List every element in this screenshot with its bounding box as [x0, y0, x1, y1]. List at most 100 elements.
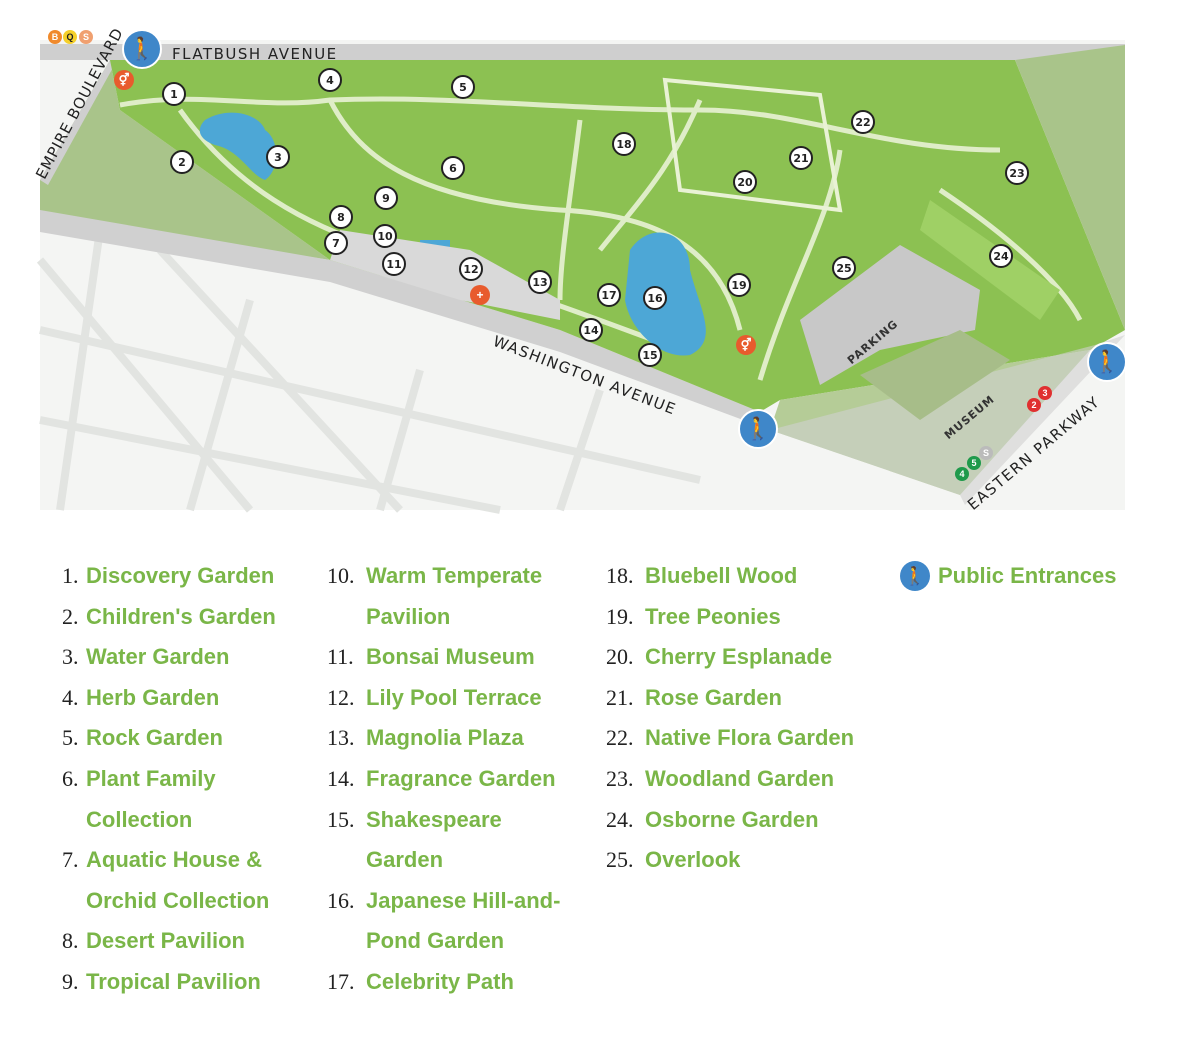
- map-marker-8[interactable]: 8: [329, 205, 353, 229]
- map-marker-2[interactable]: 2: [170, 150, 194, 174]
- map-marker-6[interactable]: 6: [441, 156, 465, 180]
- legend-item-number: 21.: [606, 684, 634, 710]
- legend-item-number: 25.: [606, 847, 634, 873]
- legend-item: 2.Children's Garden: [62, 597, 298, 638]
- map-marker-18[interactable]: 18: [612, 132, 636, 156]
- subway-s-icon: S: [79, 30, 93, 44]
- legend-item-name: Warm Temperate Pavilion: [366, 563, 543, 629]
- legend-item: 1. Discovery Garden: [62, 556, 298, 597]
- legend-item-name: Celebrity Path: [366, 968, 514, 994]
- legend-item-number: 20.: [606, 644, 634, 670]
- legend-item: 7.Aquatic House & Orchid Collection: [62, 840, 298, 921]
- legend-item-name: Plant Family Collection: [86, 765, 216, 832]
- map-marker-20[interactable]: 20: [733, 170, 757, 194]
- street-label-flatbush: FLATBUSH AVENUE: [172, 45, 338, 63]
- legend-item: 4. Herb Garden: [62, 678, 298, 719]
- legend-item: 21. Rose Garden: [606, 678, 857, 719]
- entrance-walker-icon[interactable]: 🚶: [122, 29, 162, 69]
- legend-item: 5. Rock Garden: [62, 718, 298, 759]
- legend-column-3: 18. Bluebell Wood 19. Tree Peonies 20. Cherry…: [606, 556, 857, 881]
- map-marker-15[interactable]: 15: [638, 343, 662, 367]
- legend-item-number: 18.: [606, 563, 634, 588]
- legend-item: 25.Overlook: [606, 840, 857, 881]
- legend-item-name: Tropical Pavilion: [86, 968, 261, 994]
- legend-item-number: 13.: [327, 725, 355, 751]
- legend-item-name: Japanese Hill-and-Pond Garden: [366, 887, 561, 954]
- entrance-walker-icon[interactable]: 🚶: [738, 409, 778, 449]
- legend-item-number: 14.: [327, 765, 355, 791]
- legend-column-2: 10. Warm Temperate Pavilion 11. Bonsai Muse…: [327, 556, 578, 1003]
- legend-item-name: Shakespeare Garden: [366, 806, 502, 873]
- legend-item-number: 1.: [62, 563, 79, 588]
- subway-3-icon: 3: [1038, 386, 1052, 400]
- map-marker-10[interactable]: 10: [373, 224, 397, 248]
- legend-item-number: 7.: [62, 847, 79, 873]
- legend-item-number: 11.: [327, 644, 354, 670]
- map-marker-12[interactable]: 12: [459, 257, 483, 281]
- legend-item: 15.Shakespeare Garden: [327, 800, 578, 881]
- legend-item-name: Desert Pavilion: [86, 928, 245, 954]
- legend-item-name: Herb Garden: [86, 684, 220, 710]
- subway-b-icon: B: [48, 30, 62, 44]
- legend-item: 9.Tropical Pavilion: [62, 962, 298, 1003]
- legend-item-name: Bonsai Museum: [366, 644, 535, 670]
- legend-item-number: 2.: [62, 603, 79, 629]
- legend-item: 22.Native Flora Garden: [606, 718, 857, 759]
- legend-item-number: 16.: [327, 887, 355, 913]
- legend-item-name: Water Garden: [86, 644, 230, 670]
- map-marker-25[interactable]: 25: [832, 256, 856, 280]
- map-marker-23[interactable]: 23: [1005, 161, 1029, 185]
- legend-item: 23.Woodland Garden: [606, 759, 857, 800]
- map-marker-17[interactable]: 17: [597, 283, 621, 307]
- subway-q-icon: Q: [63, 30, 77, 44]
- legend-item-number: 5.: [62, 725, 79, 751]
- map-marker-13[interactable]: 13: [528, 270, 552, 294]
- map-marker-4[interactable]: 4: [318, 68, 342, 92]
- legend-item-number: 3.: [62, 644, 79, 670]
- restroom-icon: ⚥: [114, 70, 134, 90]
- legend-item: 13.Magnolia Plaza: [327, 718, 578, 759]
- map-marker-7[interactable]: 7: [324, 231, 348, 255]
- legend-item-name: Tree Peonies: [645, 603, 781, 629]
- legend-item-name: Rock Garden: [86, 725, 223, 751]
- map-background: [36, 40, 1125, 514]
- legend-item-name: Osborne Garden: [645, 806, 819, 832]
- entrance-walker-icon: 🚶: [900, 561, 930, 592]
- legend-item: 10. Warm Temperate Pavilion: [327, 556, 578, 637]
- garden-map: FLATBUSH AVENUE EMPIRE BOULEVARD WASHING…: [32, 25, 1127, 514]
- legend-item-number: 4.: [62, 684, 79, 710]
- map-marker-3[interactable]: 3: [266, 145, 290, 169]
- map-marker-1[interactable]: 1: [162, 82, 186, 106]
- legend-item: 24.Osborne Garden: [606, 800, 857, 841]
- legend-item: 16. Japanese Hill-and-Pond Garden: [327, 881, 578, 962]
- subway-shuttle-icon: S: [979, 446, 993, 460]
- legend-item-name: Fragrance Garden: [366, 765, 556, 791]
- first-aid-icon: +: [470, 285, 490, 305]
- map-marker-22[interactable]: 22: [851, 110, 875, 134]
- legend-item: 18. Bluebell Wood: [606, 556, 857, 597]
- map-marker-19[interactable]: 19: [727, 273, 751, 297]
- legend-item-name: Cherry Esplanade: [645, 644, 833, 670]
- legend-item: 19. Tree Peonies: [606, 597, 857, 638]
- legend-item: 12.Lily Pool Terrace: [327, 678, 578, 719]
- map-marker-5[interactable]: 5: [451, 75, 475, 99]
- map-marker-9[interactable]: 9: [374, 186, 398, 210]
- map-marker-21[interactable]: 21: [789, 146, 813, 170]
- legend-item-name: Discovery Garden: [86, 563, 275, 588]
- legend-item-number: 8.: [62, 928, 79, 954]
- map-marker-14[interactable]: 14: [579, 318, 603, 342]
- entrance-walker-icon[interactable]: 🚶: [1087, 342, 1127, 382]
- map-marker-16[interactable]: 16: [643, 286, 667, 310]
- legend-item-name: Bluebell Wood: [645, 563, 798, 588]
- legend-item-name: Rose Garden: [645, 684, 782, 710]
- legend-item-number: 10.: [327, 563, 355, 588]
- legend-item: 8. Desert Pavilion: [62, 921, 298, 962]
- legend-column-1: 1. Discovery Garden 2.Children's Garden 3. W…: [62, 556, 298, 1003]
- map-marker-11[interactable]: 11: [382, 252, 406, 276]
- legend-item-number: 19.: [606, 603, 634, 629]
- legend-item-number: 17.: [327, 968, 355, 994]
- legend-item-name: Woodland Garden: [645, 765, 835, 791]
- map-marker-24[interactable]: 24: [989, 244, 1013, 268]
- subway-5-icon: 5: [967, 456, 981, 470]
- legend-item-name: Lily Pool Terrace: [366, 684, 542, 710]
